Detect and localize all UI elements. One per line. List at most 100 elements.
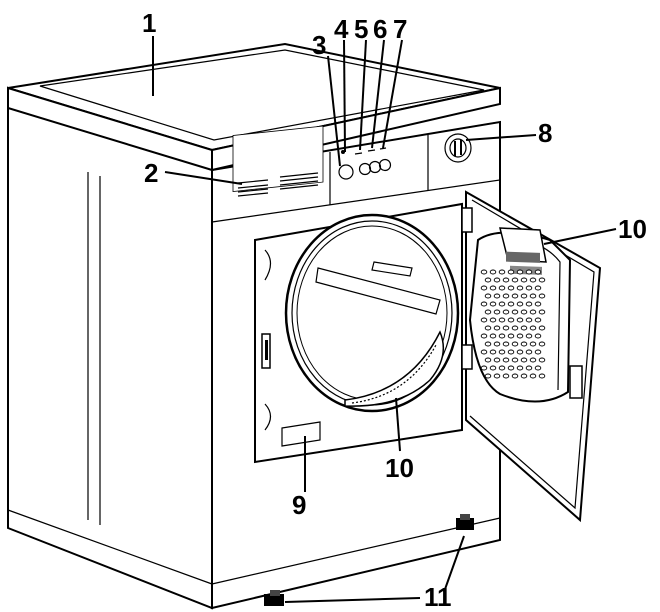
callout-6: 6 [373, 14, 387, 44]
vent-hole [534, 333, 542, 339]
vent-hole [525, 349, 533, 355]
callout-7: 7 [393, 14, 407, 44]
vent-hole [520, 373, 528, 379]
vent-hole [511, 293, 519, 299]
vent-hole [525, 269, 533, 275]
vent-hole [502, 357, 510, 363]
vent-hole [507, 317, 515, 323]
vent-hole [507, 333, 515, 339]
vent-hole [489, 317, 497, 323]
vent-hole [498, 317, 506, 323]
vent-hole [520, 325, 528, 331]
vent-hole [511, 309, 519, 315]
vent-hole [480, 285, 488, 291]
vent-hole [498, 333, 506, 339]
lower-filter [344, 330, 445, 407]
callout-11: 11 [424, 582, 452, 612]
vent-hole [480, 333, 488, 339]
vent-hole [516, 349, 524, 355]
vent-hole [493, 293, 501, 299]
vent-hole [534, 317, 542, 323]
vent-hole [520, 309, 528, 315]
vent-hole [493, 357, 501, 363]
vent-hole [484, 293, 492, 299]
vent-hole [484, 373, 492, 379]
instruction-label [232, 125, 324, 197]
vent-hole [502, 277, 510, 283]
drum [284, 213, 460, 413]
vent-hole [493, 373, 501, 379]
callout-4: 4 [334, 14, 349, 44]
vent-hole [484, 309, 492, 315]
vent-hole [511, 277, 519, 283]
vent-hole [516, 269, 524, 275]
vent-hole [507, 365, 515, 371]
vent-hole [529, 277, 537, 283]
vent-hole [480, 301, 488, 307]
callout-8: 8 [538, 118, 552, 148]
vent-hole [489, 269, 497, 275]
vent-hole [511, 341, 519, 347]
vent-hole [489, 285, 497, 291]
vent-hole [493, 341, 501, 347]
vent-hole [498, 349, 506, 355]
vent-hole [498, 269, 506, 275]
vent-hole [538, 325, 546, 331]
vent-hole [493, 309, 501, 315]
vent-hole [534, 301, 542, 307]
vent-hole [529, 341, 537, 347]
vent-hole [534, 349, 542, 355]
vent-hole [507, 349, 515, 355]
callout-labels: 1 2 3 4 5 6 7 8 9 10 10 11 [142, 8, 647, 612]
vent-hole [507, 269, 515, 275]
vent-hole [502, 293, 510, 299]
vent-hole [502, 341, 510, 347]
vent-hole [484, 277, 492, 283]
vent-hole [529, 309, 537, 315]
vent-hole [480, 317, 488, 323]
vent-hole [534, 365, 542, 371]
vent-hole [484, 357, 492, 363]
vent-hole [520, 277, 528, 283]
vent-hole [525, 317, 533, 323]
vent-hole [489, 365, 497, 371]
vent-hole [493, 325, 501, 331]
vent-hole [480, 269, 488, 275]
vent-hole [538, 309, 546, 315]
vent-hole [538, 293, 546, 299]
power-button [338, 164, 354, 180]
vent-hole [529, 357, 537, 363]
rating-plate [281, 421, 321, 447]
callout-1: 1 [142, 8, 156, 38]
vent-hole [484, 325, 492, 331]
vent-hole [534, 269, 542, 275]
vent-hole [525, 333, 533, 339]
vent-hole [498, 365, 506, 371]
vent-hole [525, 365, 533, 371]
timer-dial [444, 133, 472, 163]
vent-hole [502, 325, 510, 331]
vent-hole [525, 285, 533, 291]
vent-hole [529, 293, 537, 299]
callout-10-door: 10 [618, 214, 647, 244]
control-buttons [338, 147, 392, 180]
adjustable-feet [264, 514, 474, 606]
callout-3: 3 [312, 30, 326, 60]
callout-10-drum: 10 [385, 453, 414, 483]
callout-2: 2 [144, 158, 158, 188]
vent-hole [516, 365, 524, 371]
vent-hole [538, 373, 546, 379]
vent-hole [511, 325, 519, 331]
vent-hole [484, 341, 492, 347]
vent-hole [502, 373, 510, 379]
open-door [461, 190, 602, 523]
vent-hole [498, 301, 506, 307]
vent-hole [525, 301, 533, 307]
vent-hole [529, 373, 537, 379]
vent-hole [480, 365, 488, 371]
vent-hole [538, 341, 546, 347]
vent-hole [511, 357, 519, 363]
vent-hole [507, 285, 515, 291]
vent-hole [516, 301, 524, 307]
